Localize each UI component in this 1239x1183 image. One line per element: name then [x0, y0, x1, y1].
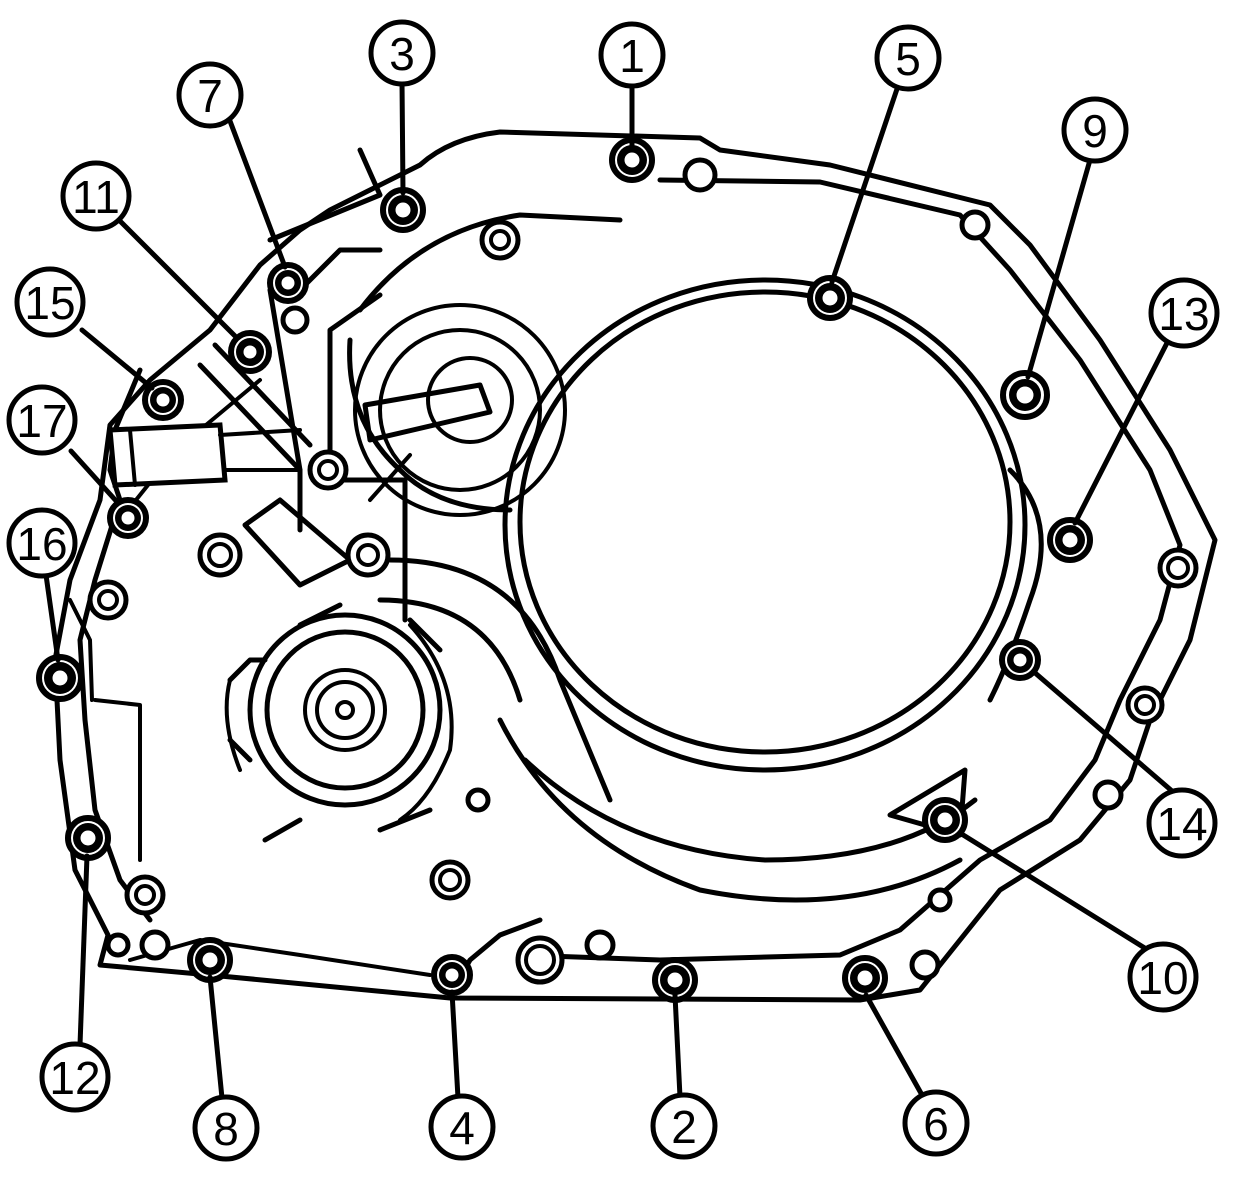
- main-bore: [497, 277, 1044, 903]
- bolt-14: [999, 639, 1041, 681]
- callout-label: 17: [16, 395, 67, 447]
- bolt-1: [609, 137, 655, 183]
- callout-13: 13: [1148, 277, 1220, 349]
- bolt-5: [807, 275, 853, 321]
- callout-1: 1: [598, 21, 666, 89]
- bolt-6: [842, 955, 888, 1001]
- case-bosses: [87, 157, 1199, 985]
- callout-label: 9: [1082, 105, 1108, 157]
- leader-4: [449, 989, 461, 1101]
- callout-6: 6: [902, 1089, 970, 1157]
- bolt-4: [431, 954, 473, 996]
- bolt-16: [36, 654, 84, 702]
- leader-3: [399, 78, 406, 196]
- callout-label: 3: [389, 28, 415, 80]
- callout-label: 11: [72, 171, 120, 223]
- leader-2: [672, 992, 683, 1100]
- leader-10: [957, 830, 1151, 953]
- callout-17: 17: [6, 384, 78, 456]
- leader-17: [68, 448, 121, 506]
- callout-14: 14: [1146, 787, 1218, 859]
- callout-11: 11: [60, 160, 132, 232]
- callout-8: 8: [192, 1094, 260, 1162]
- bolt-11: [228, 330, 272, 374]
- callout-label: 2: [671, 1101, 697, 1153]
- callout-9: 9: [1061, 96, 1129, 164]
- leader-13: [1072, 338, 1171, 526]
- bolt-8: [187, 937, 233, 983]
- leader-11: [114, 215, 240, 341]
- gear-assembly: [107, 147, 623, 843]
- bolt-3: [380, 187, 426, 233]
- callout-label: 8: [213, 1103, 239, 1155]
- leader-15: [79, 327, 155, 391]
- leader-9: [1025, 157, 1093, 380]
- callout-12: 12: [39, 1041, 111, 1113]
- leader-14: [1031, 669, 1175, 794]
- bolt-13: [1047, 517, 1093, 563]
- bolt-2: [652, 957, 698, 1003]
- bolt-9: [1000, 370, 1050, 420]
- callout-10: 10: [1127, 941, 1199, 1013]
- callout-2: 2: [650, 1092, 718, 1160]
- leader-12: [77, 853, 90, 1048]
- leader-16: [43, 572, 61, 663]
- callout-label: 16: [16, 518, 67, 570]
- leader-6: [863, 992, 925, 1098]
- bolt-10: [922, 797, 968, 843]
- leader-7: [227, 118, 288, 270]
- callout-label: 15: [24, 277, 75, 329]
- callout-3: 3: [368, 19, 436, 87]
- callout-label: 10: [1137, 952, 1188, 1004]
- leader-5: [829, 83, 901, 285]
- callout-label: 5: [895, 33, 921, 85]
- callout-5: 5: [874, 24, 942, 92]
- bolts: [36, 137, 1093, 1003]
- leader-8: [207, 974, 225, 1101]
- callout-label: 4: [449, 1102, 475, 1154]
- bolt-12: [65, 815, 111, 861]
- callouts: 1 2 3 4 5 6 7 8 9 10 11 12 13 14 15 16 1…: [6, 19, 1220, 1162]
- bolt-17: [107, 497, 149, 539]
- callout-16: 16: [6, 507, 78, 579]
- callout-label: 7: [197, 70, 223, 122]
- callout-4: 4: [428, 1093, 496, 1161]
- callout-label: 6: [923, 1098, 949, 1150]
- callout-15: 15: [14, 266, 86, 338]
- callout-label: 14: [1156, 798, 1207, 850]
- callout-label: 12: [49, 1052, 100, 1104]
- bolt-7: [267, 262, 309, 304]
- bolt-15: [142, 379, 184, 421]
- callout-label: 1: [619, 30, 645, 82]
- leader-lines: [43, 78, 1175, 1101]
- callout-7: 7: [176, 61, 244, 129]
- callout-label: 13: [1158, 288, 1209, 340]
